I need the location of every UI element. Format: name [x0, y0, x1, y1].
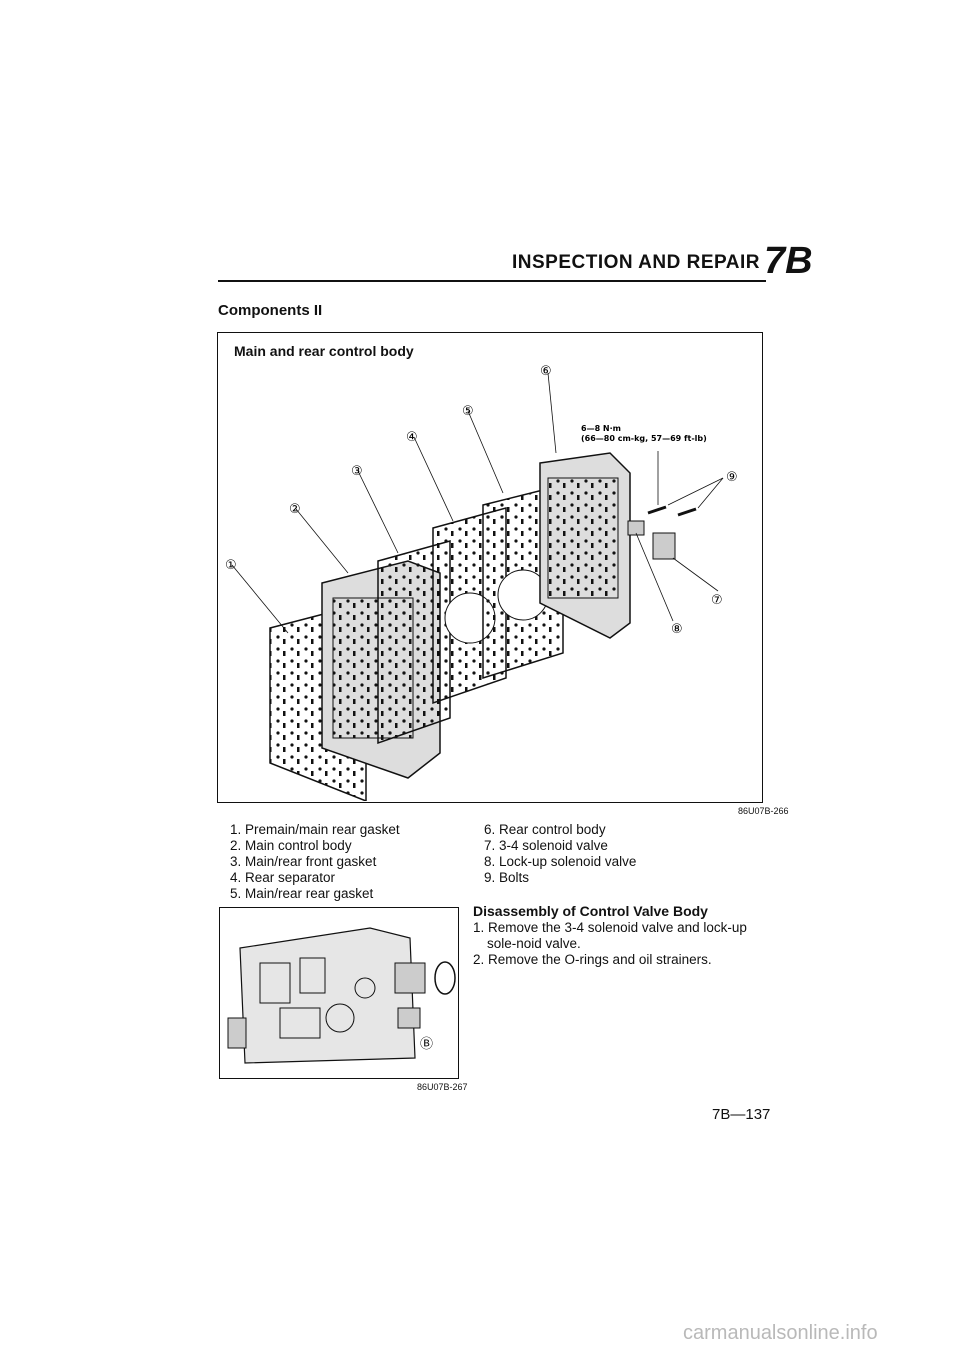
- legend-item: 1. Premain/main rear gasket: [230, 822, 400, 837]
- figure-code-2: 86U07B-267: [417, 1082, 468, 1092]
- header-rule: [218, 280, 766, 282]
- page-number: 7B—137: [712, 1106, 771, 1123]
- legend-item: 4. Rear separator: [230, 870, 336, 885]
- figure-title: Main and rear control body: [234, 343, 414, 359]
- bolt: [677, 507, 697, 517]
- solenoid-photo-figure: Ⓑ: [219, 907, 459, 1079]
- legend-item: 9. Bolts: [484, 870, 530, 885]
- valve-body-illustration: Ⓑ: [227, 927, 456, 1064]
- procedure-steps: 1. Remove the 3-4 solenoid valve and loc…: [473, 920, 763, 968]
- 3-4-solenoid-valve: [652, 532, 676, 560]
- callout-b: Ⓑ: [420, 1037, 433, 1052]
- section-tag: 7B: [764, 240, 813, 282]
- legend-item: 6. Rear control body: [484, 822, 606, 837]
- bolt: [647, 505, 667, 515]
- legend-item: 2. Main control body: [230, 838, 352, 853]
- callout-4: ④: [406, 430, 418, 445]
- callout-3: ③: [351, 464, 363, 479]
- footer-watermark[interactable]: carmanualsonline.info: [683, 1322, 878, 1344]
- callout-9: ⑨: [726, 470, 738, 485]
- callout-8: ⑧: [671, 622, 683, 637]
- procedure-step: 1. Remove the 3-4 solenoid valve and loc…: [473, 920, 747, 951]
- header-title: INSPECTION AND REPAIR: [511, 252, 760, 273]
- callout-6: ⑥: [540, 364, 552, 379]
- exploded-diagram-figure: Main and rear control body: [217, 332, 763, 803]
- legend-item: 8. Lock-up solenoid valve: [484, 854, 637, 869]
- procedure-step: 2. Remove the O-rings and oil strainers.: [473, 952, 712, 967]
- legend-item: 7. 3-4 solenoid valve: [484, 838, 608, 853]
- section-title: Components II: [218, 302, 323, 319]
- main-rear-front-gasket: [377, 540, 451, 745]
- torque-spec: 6—8 N·m: [581, 424, 621, 433]
- callout-7: ⑦: [711, 593, 723, 608]
- callout-5: ⑤: [462, 404, 474, 419]
- legend-item: 3. Main/rear front gasket: [230, 854, 377, 869]
- procedure-title: Disassembly of Control Valve Body: [473, 903, 708, 919]
- lock-up-solenoid-valve: [627, 520, 645, 536]
- callout-2: ②: [289, 502, 301, 517]
- torque-spec-detail: (66—80 cm-kg, 57—69 ft-lb): [581, 434, 707, 443]
- parts-legend-left: 1. Premain/main rear gasket 2. Main cont…: [230, 822, 400, 902]
- callout-1: ①: [225, 558, 237, 573]
- figure-code: 86U07B-266: [738, 806, 789, 816]
- parts-legend-right: 6. Rear control body 7. 3-4 solenoid val…: [484, 822, 636, 886]
- exploded-view-illustration: ① ② ③ ④ ⑤ ⑥ ⑦ ⑧ ⑨ 6—8 N·m (66—80 cm-kg, …: [225, 364, 738, 801]
- legend-item: 5. Main/rear rear gasket: [230, 886, 374, 901]
